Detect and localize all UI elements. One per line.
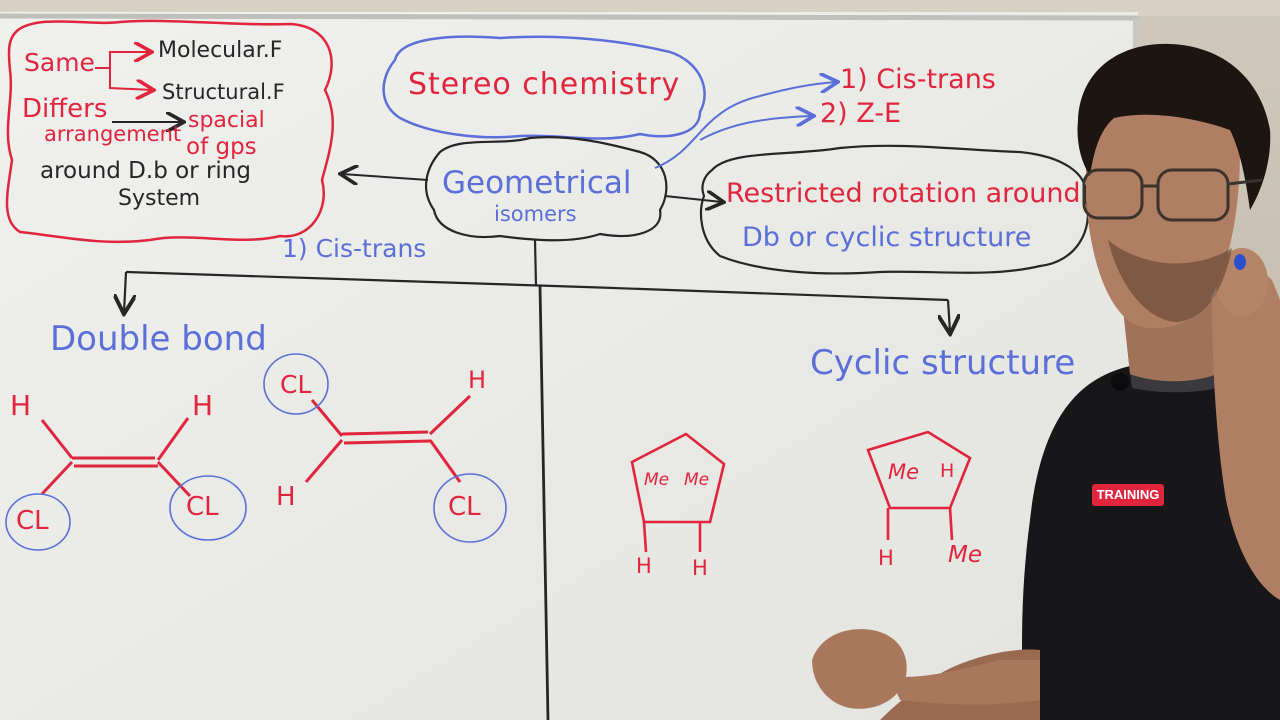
mol2-h-top: H — [468, 366, 487, 394]
same-label: Same — [24, 48, 95, 77]
mol2-cl-top: CL — [280, 370, 312, 399]
divider-line — [538, 285, 550, 720]
type-cis-trans: 1) Cis-trans — [840, 64, 996, 95]
rotation-cloud — [699, 144, 1089, 275]
geometrical-label: Geometrical — [442, 165, 632, 201]
center-cloud — [425, 136, 668, 242]
type-z-e: 2) Z-E — [820, 98, 902, 129]
mol1-h-left: H — [10, 389, 32, 422]
molecular-formula-label: Molecular.F — [158, 38, 283, 63]
around-label: around D.b or ring — [40, 158, 251, 184]
of-gps-label: of gps — [186, 134, 257, 160]
shirt-training-badge: TRAINING — [1092, 484, 1164, 506]
restricted-rotation-label: Restricted rotation around — [726, 178, 1081, 209]
differs-label: Differs — [22, 94, 108, 124]
mol2-cl-bottom: CL — [448, 492, 481, 522]
trans-ring-diagram — [866, 430, 972, 541]
ring1-me-right: Me — [684, 470, 710, 490]
board-surface — [0, 12, 1138, 720]
ring2-h-top: H — [940, 460, 955, 482]
double-bond-heading: Double bond — [50, 319, 267, 359]
cis-trans-label: 1) Cis-trans — [282, 234, 427, 263]
title-cloud — [382, 35, 706, 140]
definition-cloud — [5, 19, 334, 244]
trans-molecule-diagram — [263, 353, 507, 543]
mol1-cl-right: CL — [186, 492, 219, 522]
ring2-me-top: Me — [888, 460, 920, 484]
cis-ring-diagram — [630, 432, 726, 553]
structural-formula-label: Structural.F — [162, 80, 285, 104]
isomers-label: isomers — [494, 202, 577, 226]
ring1-h-right: H — [692, 556, 708, 580]
board-title: Stereo chemistry — [408, 67, 681, 102]
ring1-me-left: Me — [644, 470, 670, 490]
ring1-h-left: H — [636, 554, 652, 578]
cyclic-structure-heading: Cyclic structure — [810, 343, 1076, 383]
ring2-h-bottom: H — [878, 546, 894, 570]
mol2-h-bottom: H — [276, 482, 296, 512]
mol1-h-right: H — [192, 389, 214, 422]
db-or-cyclic-label: Db or cyclic structure — [742, 222, 1032, 253]
cis-molecule-diagram — [5, 417, 247, 551]
mol1-cl-left: CL — [16, 506, 49, 536]
arrangement-label: arrangement — [44, 122, 182, 146]
spacial-label: spacial — [188, 108, 265, 133]
ring2-me-bottom: Me — [948, 542, 982, 568]
system-label: System — [118, 186, 201, 211]
presenter — [812, 43, 1280, 720]
